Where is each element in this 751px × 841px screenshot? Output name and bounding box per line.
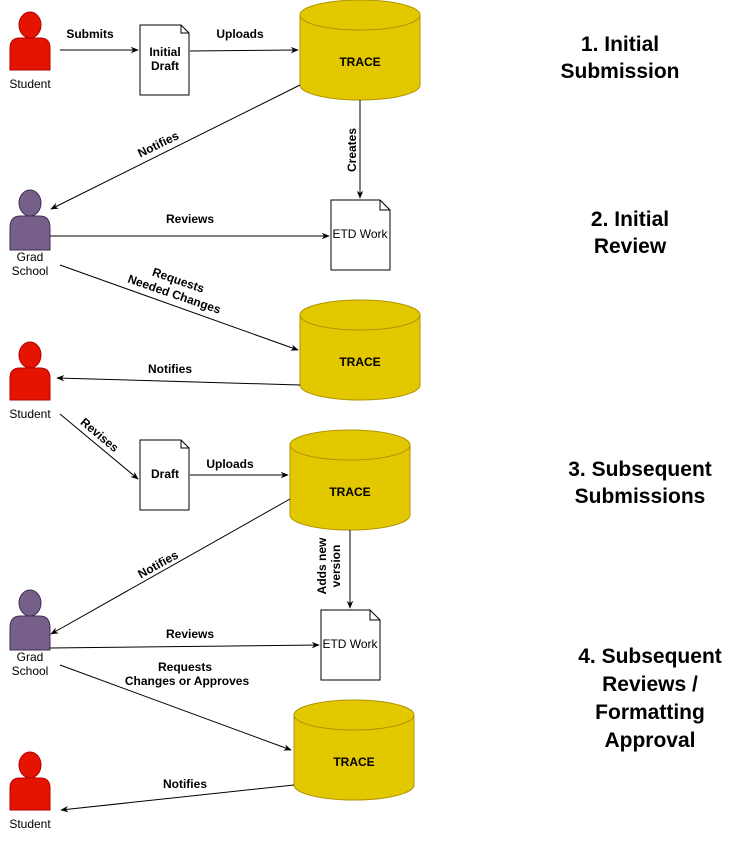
creates-label: Creates [345, 128, 359, 172]
stage-4-line2: Reviews / [602, 673, 698, 696]
stage-4-line4: Approval [604, 729, 695, 752]
document-fold [180, 440, 189, 449]
notifies-arrow-3 [50, 498, 291, 635]
document-icon [139, 24, 190, 96]
grad-school-label-line2: School [12, 664, 49, 678]
uploads-arrow-1 [189, 46, 299, 54]
initial-draft-label-line2: Draft [151, 59, 179, 73]
student-icon [9, 11, 51, 71]
trace-repository-4[interactable]: TRACE [293, 699, 415, 801]
stage-1-line2: Submission [560, 60, 679, 83]
initial-draft-label-line1: Initial [149, 45, 180, 59]
document-fold [369, 610, 380, 621]
stage-2-line2: Review [594, 235, 667, 258]
grad-school-head [18, 589, 42, 617]
database-cylinder-icon [293, 715, 415, 801]
grad-school-actor-2[interactable]: Grad School [9, 589, 51, 678]
student-label: Student [9, 817, 51, 831]
trace-repository-1[interactable]: TRACE [299, 0, 421, 101]
student-icon [9, 751, 51, 811]
draft-document[interactable]: Draft [139, 439, 190, 511]
uploads-label-2: Uploads [206, 457, 254, 471]
database-top [299, 299, 421, 331]
grad-school-actor-1[interactable]: Grad School [9, 189, 51, 278]
reviews-label-2: Reviews [166, 627, 214, 641]
student-head [18, 341, 42, 369]
document-fold [379, 200, 390, 211]
student-icon [9, 341, 51, 401]
stage-1-line1: 1. Initial [581, 33, 659, 56]
reviews-arrow-2 [49, 641, 320, 649]
student-label: Student [9, 407, 51, 421]
database-top [289, 429, 411, 461]
student-actor-3[interactable]: Student [9, 751, 51, 831]
student-actor-1[interactable]: Student [9, 11, 51, 91]
stage-heading-4: 4. Subsequent Reviews / Formatting Appro… [578, 645, 722, 752]
grad-school-label-line1: Grad [17, 250, 44, 264]
student-label: Student [9, 77, 51, 91]
database-top [293, 699, 415, 731]
document-icon [330, 199, 391, 271]
student-head [18, 751, 42, 779]
uploads-label-1: Uploads [216, 27, 264, 41]
trace-label: TRACE [339, 355, 380, 369]
stage-heading-2: 2. Initial Review [591, 208, 669, 258]
trace-repository-2[interactable]: TRACE [299, 299, 421, 401]
database-cylinder-icon [299, 315, 421, 401]
submits-label: Submits [66, 27, 114, 41]
trace-label: TRACE [329, 485, 370, 499]
stage-4-line1: 4. Subsequent [578, 645, 722, 668]
initial-draft-document[interactable]: Initial Draft [139, 24, 190, 96]
stage-2-line1: 2. Initial [591, 208, 669, 231]
notifies-label-2: Notifies [148, 362, 192, 376]
trace-label: TRACE [339, 55, 380, 69]
trace-repository-3[interactable]: TRACE [289, 429, 411, 531]
grad-school-icon [9, 589, 51, 651]
student-body [9, 37, 51, 71]
document-fold [180, 25, 189, 34]
trace-label: TRACE [333, 755, 374, 769]
reviews-label-1: Reviews [166, 212, 214, 226]
notifies-arrow-1 [50, 84, 301, 210]
grad-school-label-line1: Grad [17, 650, 44, 664]
grad-school-head [18, 189, 42, 217]
requests-changes-arrow-2 [59, 664, 292, 751]
etd-work-label: ETD Work [332, 227, 388, 241]
stage-heading-3: 3. Subsequent Submissions [568, 458, 712, 508]
stage-3-line1: 3. Subsequent [568, 458, 712, 481]
student-body [9, 367, 51, 401]
requests-label-2-line2: Changes or Approves [125, 674, 250, 688]
grad-school-icon [9, 189, 51, 251]
requests-changes-arrow-1 [59, 264, 299, 351]
document-icon [320, 609, 381, 681]
stage-heading-1: 1. Initial Submission [560, 33, 679, 83]
grad-school-body [9, 215, 51, 251]
draft-label: Draft [151, 467, 179, 481]
revises-label: Revises [78, 415, 122, 455]
notifies-label-4: Notifies [163, 777, 207, 791]
student-head [18, 11, 42, 39]
adds-version-label-line1: Adds new [315, 537, 329, 594]
revises-arrow [59, 413, 139, 480]
stage-3-line2: Submissions [575, 485, 706, 508]
etd-work-document-2[interactable]: ETD Work [320, 609, 381, 681]
grad-school-label-line2: School [12, 264, 49, 278]
student-actor-2[interactable]: Student [9, 341, 51, 421]
adds-version-label-line2: version [329, 545, 343, 588]
etd-work-document-1[interactable]: ETD Work [330, 199, 391, 271]
student-body [9, 777, 51, 811]
notifies-arrow-2 [56, 375, 301, 386]
requests-label-2-line1: Requests [158, 660, 212, 674]
database-top [299, 0, 421, 31]
notifies-arrow-4 [60, 784, 295, 813]
etd-work-label: ETD Work [322, 637, 378, 651]
document-icon [139, 439, 190, 511]
grad-school-body [9, 615, 51, 651]
stage-4-line3: Formatting [595, 701, 705, 724]
